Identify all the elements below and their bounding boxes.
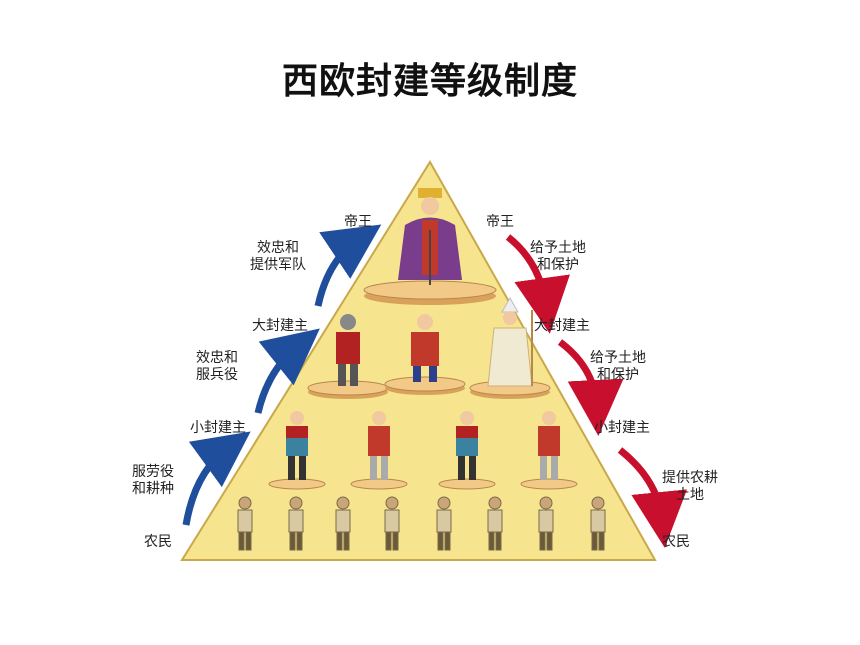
small-lord-figures	[286, 411, 560, 480]
right-label-grant-low: 提供农耕 土地	[662, 470, 718, 504]
platform-small-lords	[268, 478, 578, 490]
knight-figure	[336, 314, 360, 386]
right-grant-top-line1: 给予土地	[530, 240, 586, 256]
right-grant-top-line2: 和保护	[537, 257, 579, 273]
right-grant-low-line1: 提供农耕	[662, 470, 718, 486]
left-label-duty-mid: 效忠和 服兵役	[196, 350, 238, 384]
left-duty-mid-line1: 效忠和	[196, 350, 238, 366]
peasant-figures	[237, 496, 606, 551]
left-duty-top-line1: 效忠和	[257, 240, 299, 256]
right-grant-low-line2: 土地	[676, 487, 704, 503]
left-duty-low-line2: 和耕种	[132, 481, 174, 497]
noble-figure	[411, 314, 439, 382]
right-label-grant-top: 给予土地 和保护	[530, 240, 586, 274]
right-label-small-lord: 小封建主	[594, 420, 650, 436]
platform-great-lords	[307, 376, 551, 399]
right-label-emperor: 帝王	[486, 214, 514, 230]
up-arrow-peasant-to-small-lord	[182, 431, 251, 526]
left-duty-low-line1: 服劳役	[132, 464, 174, 480]
left-label-duty-top: 效忠和 提供军队	[250, 240, 306, 274]
emperor-figure	[398, 188, 462, 285]
bishop-figure	[487, 296, 533, 387]
left-label-great-lord: 大封建主	[252, 318, 308, 334]
down-arrow-small-lord-to-peasant	[617, 447, 688, 548]
down-arrow-emperor-to-great-lord	[505, 234, 570, 334]
right-label-great-lord: 大封建主	[534, 318, 590, 334]
left-label-duty-low: 服劳役 和耕种	[132, 464, 174, 498]
up-arrow-great-lord-to-emperor	[314, 224, 382, 307]
down-arrow-great-to-small-lord	[557, 339, 624, 436]
right-label-peasant: 农民	[662, 534, 690, 550]
left-label-emperor: 帝王	[344, 214, 372, 230]
platform-emperor	[363, 280, 497, 305]
right-grant-mid-line2: 和保护	[597, 367, 639, 383]
left-duty-top-line2: 提供军队	[250, 257, 306, 273]
right-grant-mid-line1: 给予土地	[590, 350, 646, 366]
page-title: 西欧封建等级制度	[281, 61, 578, 102]
left-label-small-lord: 小封建主	[190, 420, 246, 436]
right-label-grant-mid: 给予土地 和保护	[590, 350, 646, 384]
left-label-peasant: 农民	[144, 534, 172, 550]
left-duty-mid-line2: 服兵役	[196, 367, 238, 383]
up-arrow-small-to-great-lord	[254, 328, 320, 414]
